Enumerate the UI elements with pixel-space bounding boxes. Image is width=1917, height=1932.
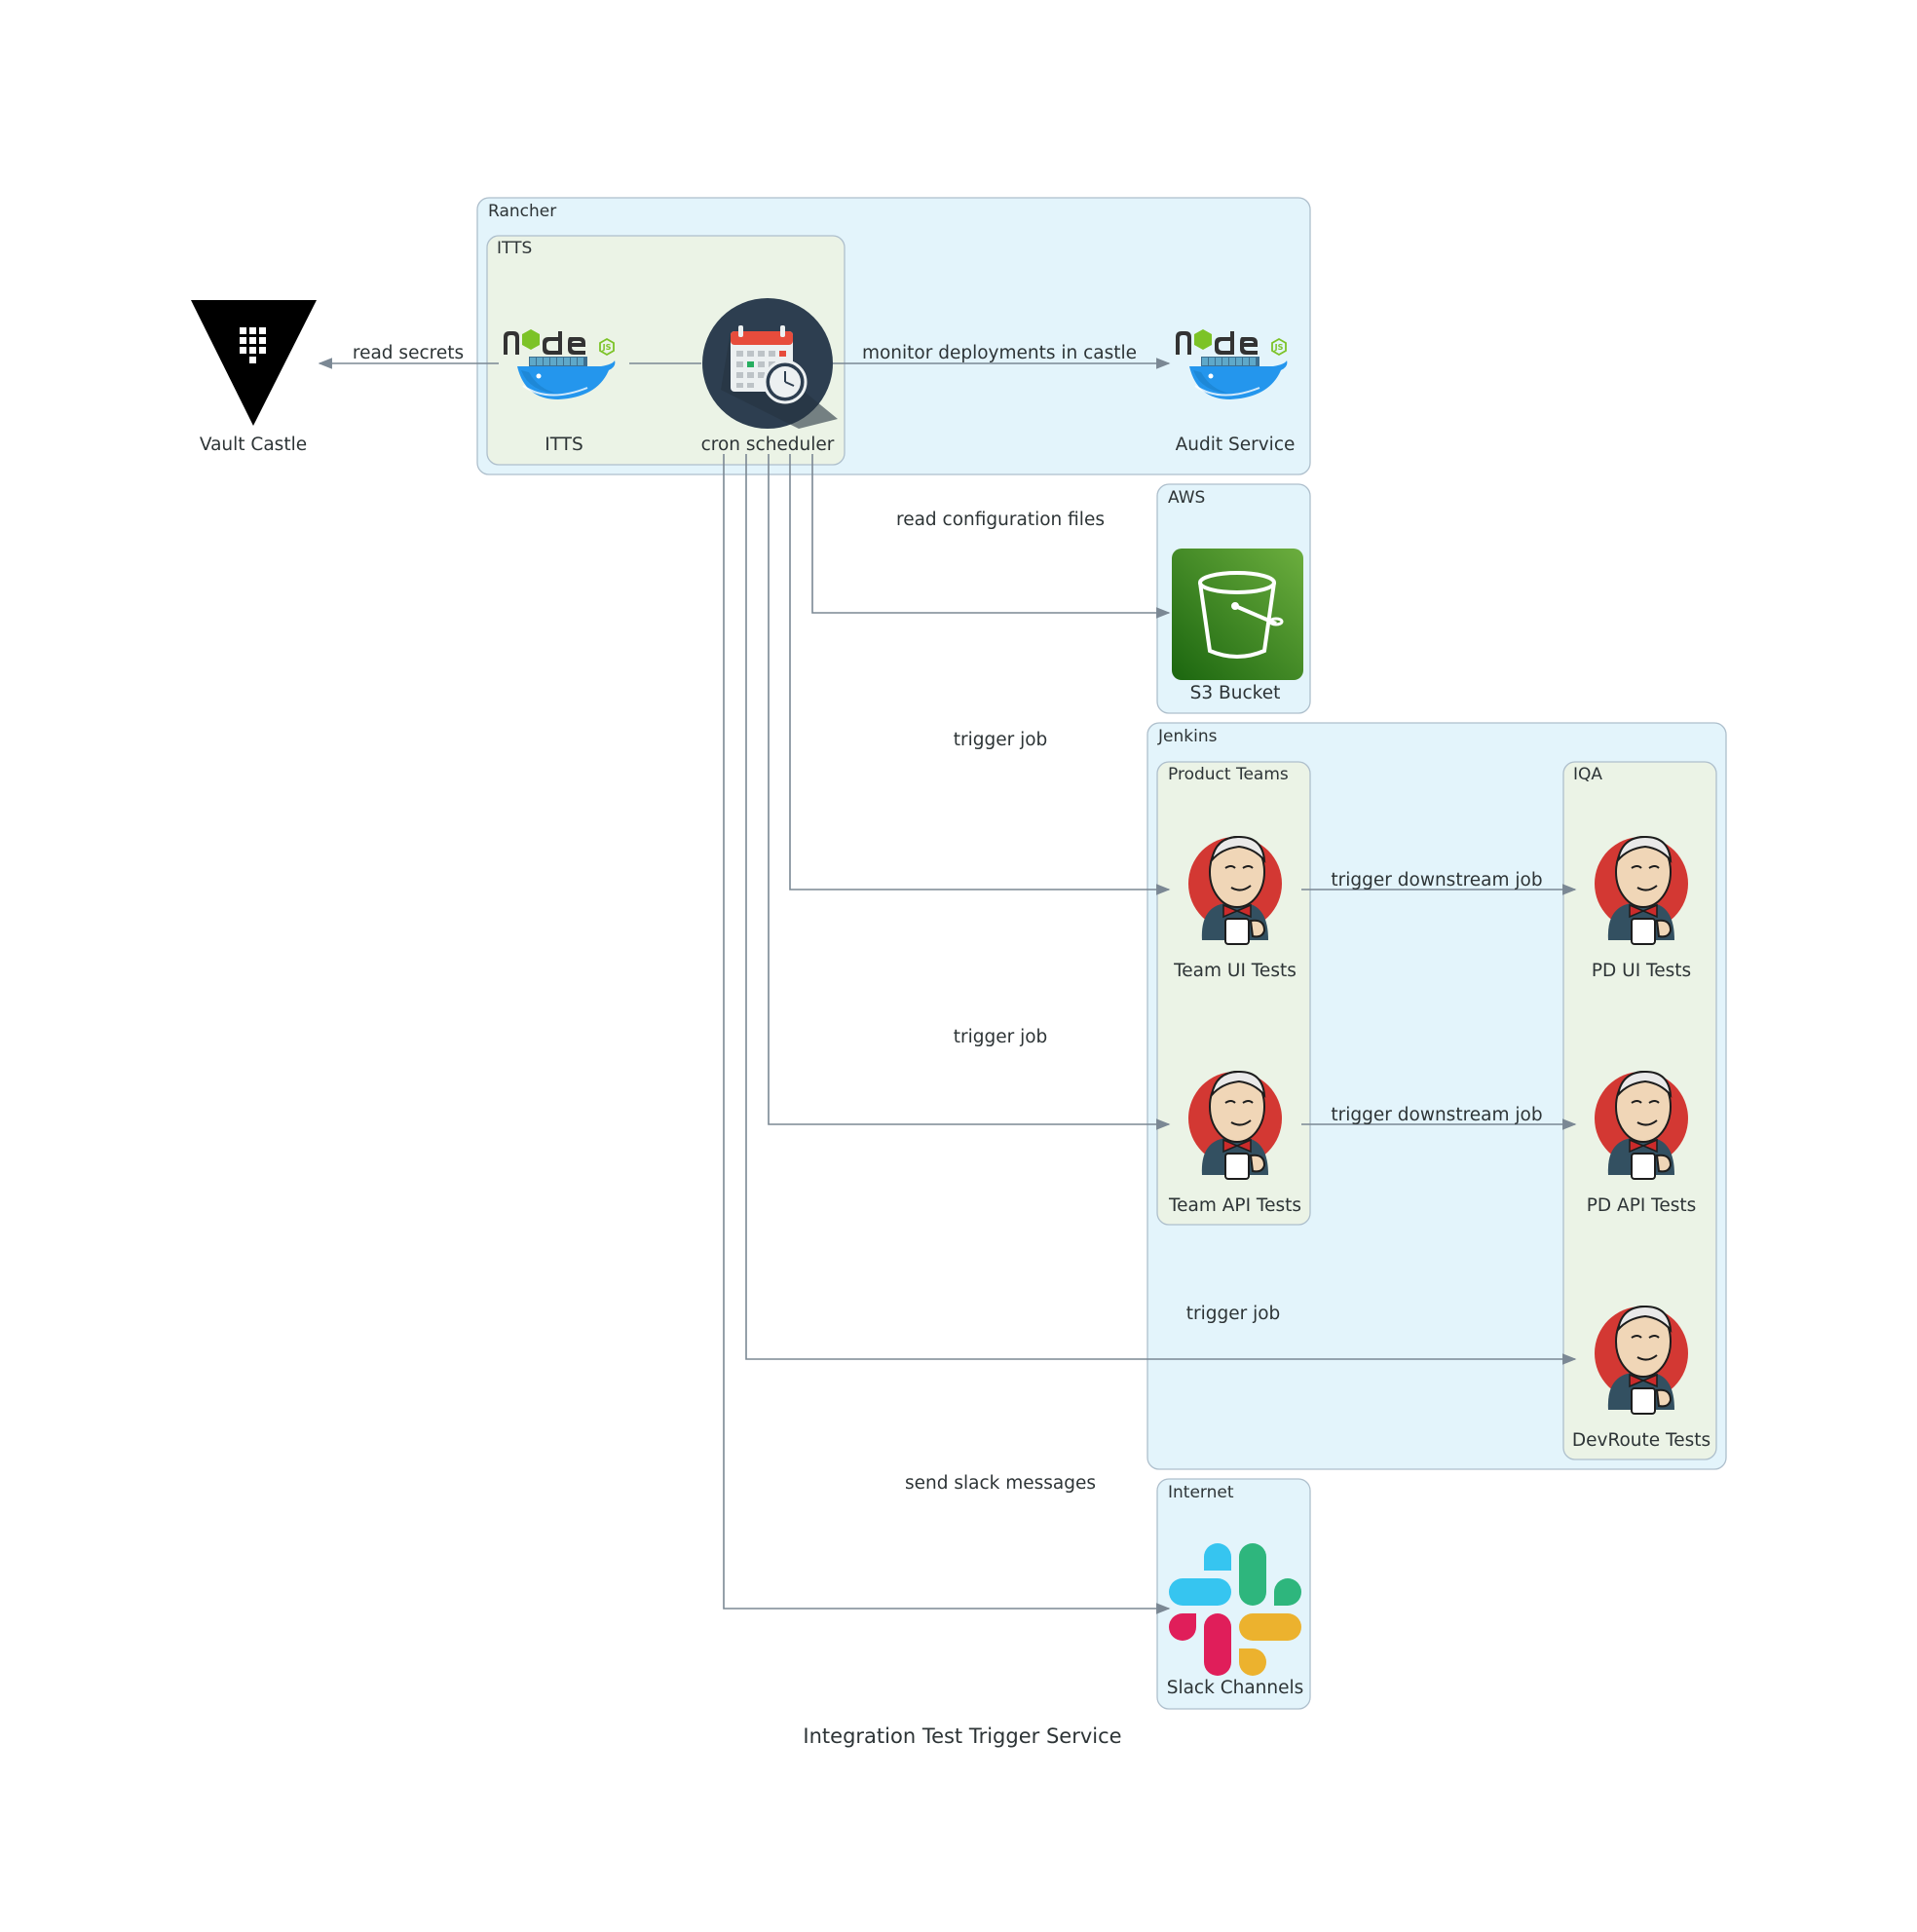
node-cron-scheduler[interactable]: cron scheduler <box>701 298 838 455</box>
node-label-audit: Audit Service <box>1176 435 1296 455</box>
cluster-internet: Internet <box>1156 1478 1311 1710</box>
cluster-label-aws: AWS <box>1168 488 1205 508</box>
edge-label-monitor: monitor deployments in castle <box>862 343 1137 363</box>
node-label-pd-api: PD API Tests <box>1587 1195 1697 1216</box>
node-label-team-api: Team API Tests <box>1168 1195 1301 1216</box>
node-label-devroute: DevRoute Tests <box>1572 1430 1710 1451</box>
calendar-clock-icon <box>702 298 838 429</box>
cluster-label-internet: Internet <box>1168 1483 1234 1502</box>
node-audit-service[interactable]: Audit Service <box>1175 328 1296 455</box>
node-s3-bucket[interactable]: S3 Bucket <box>1172 549 1303 703</box>
edge-label-downstream-1: trigger downstream job <box>1331 870 1542 890</box>
node-slack-channels[interactable]: Slack Channels <box>1167 1543 1304 1698</box>
node-vault[interactable]: Vault Castle <box>191 300 317 455</box>
node-pd-ui-tests[interactable]: PD UI Tests <box>1592 836 1691 981</box>
s3-bucket-icon <box>1172 549 1303 680</box>
edge-downstream-ui: trigger downstream job <box>1301 870 1577 895</box>
edge-label-read-secrets: read secrets <box>353 343 464 363</box>
edge-trigger-team-api: trigger job <box>768 454 1171 1130</box>
edge-monitor: monitor deployments in castle <box>833 343 1171 369</box>
edge-downstream-api: trigger downstream job <box>1301 1105 1577 1130</box>
diagram-title: Integration Test Trigger Service <box>803 1724 1121 1748</box>
node-team-api-tests[interactable]: Team API Tests <box>1168 1071 1301 1216</box>
node-label-s3: S3 Bucket <box>1190 683 1281 703</box>
node-label-cron: cron scheduler <box>701 435 835 455</box>
node-label-pd-ui: PD UI Tests <box>1592 961 1691 981</box>
node-itts[interactable]: ITTS <box>503 328 617 455</box>
edge-label-read-config: read configuration files <box>896 510 1105 530</box>
edge-label-slack: send slack messages <box>905 1473 1096 1494</box>
edge-trigger-team-ui: trigger job <box>789 454 1171 895</box>
node-team-ui-tests[interactable]: Team UI Tests <box>1173 836 1297 981</box>
vault-icon <box>191 300 317 426</box>
edge-trigger-devroute: trigger job <box>745 454 1577 1365</box>
cluster-label-product-teams: Product Teams <box>1168 765 1289 784</box>
node-label-team-ui: Team UI Tests <box>1173 961 1297 981</box>
node-devroute-tests[interactable]: DevRoute Tests <box>1572 1306 1710 1451</box>
node-label-vault: Vault Castle <box>200 435 307 455</box>
node-pd-api-tests[interactable]: PD API Tests <box>1587 1071 1697 1216</box>
edge-slack: send slack messages <box>723 454 1171 1614</box>
cluster-label-iqa: IQA <box>1573 765 1602 784</box>
edge-label-trigger-job-3: trigger job <box>1186 1304 1281 1324</box>
edge-label-trigger-job-2: trigger job <box>954 1027 1048 1047</box>
edge-read-config: read configuration files <box>811 454 1171 619</box>
node-label-slack: Slack Channels <box>1167 1678 1304 1698</box>
cluster-label-jenkins: Jenkins <box>1157 727 1218 746</box>
cluster-label-rancher: Rancher <box>488 202 556 221</box>
cluster-label-itts: ITTS <box>497 239 532 258</box>
edge-label-trigger-job-1: trigger job <box>954 730 1048 750</box>
edge-read-secrets: read secrets <box>318 343 499 369</box>
edge-label-downstream-2: trigger downstream job <box>1331 1105 1542 1125</box>
slack-icon <box>1169 1543 1301 1676</box>
node-label-itts: ITTS <box>545 435 583 455</box>
